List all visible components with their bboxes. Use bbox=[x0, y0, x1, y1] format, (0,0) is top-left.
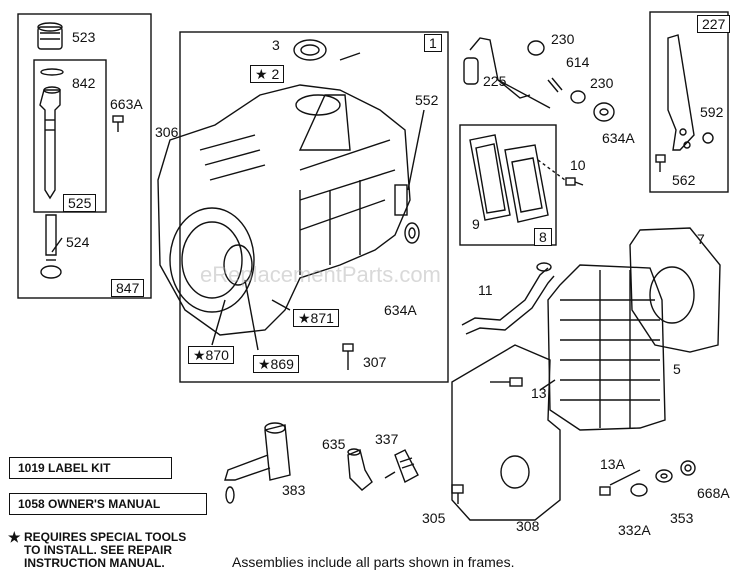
o-ring-part bbox=[40, 68, 64, 76]
washer-353-part bbox=[655, 469, 673, 483]
frame-dipstick-assembly bbox=[17, 13, 152, 299]
leader-870 bbox=[211, 299, 226, 346]
frame-label-847: 847 bbox=[111, 279, 145, 297]
frame-dipstick-tube bbox=[33, 59, 107, 213]
callout-634a-mid: 634A bbox=[384, 302, 417, 318]
frame-governor-lever bbox=[649, 11, 729, 193]
bolt-13-part bbox=[490, 377, 523, 387]
breather-tube-part bbox=[461, 262, 555, 335]
callout-614: 614 bbox=[566, 54, 590, 70]
callout-871: ★871 bbox=[293, 309, 339, 327]
callout-11: 11 bbox=[478, 282, 493, 298]
callout-230-top: 230 bbox=[551, 31, 575, 47]
washer-230-low-part bbox=[570, 90, 586, 104]
screw-13a-part bbox=[599, 469, 641, 496]
callout-383: 383 bbox=[282, 482, 306, 498]
bolt-305-part bbox=[451, 484, 464, 504]
callout-524: 524 bbox=[66, 234, 90, 250]
callout-668a: 668A bbox=[697, 485, 730, 501]
diagram-caption: Assemblies include all parts shown in fr… bbox=[232, 554, 515, 570]
cylinder-block-part bbox=[157, 84, 411, 336]
nut-332a-part bbox=[630, 483, 648, 497]
callout-353: 353 bbox=[670, 510, 694, 526]
callout-552: 552 bbox=[415, 92, 439, 108]
washer-634a-part bbox=[404, 222, 420, 244]
leader-871 bbox=[271, 299, 291, 311]
callout-332a: 332A bbox=[618, 522, 651, 538]
governor-lever-part bbox=[667, 34, 695, 151]
spark-plug-boot-part bbox=[347, 448, 373, 491]
leader-552 bbox=[407, 109, 425, 191]
screw-663a-part bbox=[112, 115, 124, 132]
callout-842: 842 bbox=[72, 75, 96, 91]
callout-337: 337 bbox=[375, 431, 399, 447]
callout-5: 5 bbox=[673, 361, 681, 377]
callout-10: 10 bbox=[570, 157, 586, 173]
washer-634a-top-part bbox=[593, 102, 615, 122]
callout-3: 3 bbox=[272, 37, 280, 53]
callout-523: 523 bbox=[72, 29, 96, 45]
governor-shaft-part bbox=[463, 37, 551, 109]
callout-635: 635 bbox=[322, 436, 346, 452]
frame-label-227: 227 bbox=[697, 15, 731, 33]
leader-524 bbox=[51, 237, 63, 253]
breather-gasket-part bbox=[469, 134, 511, 221]
tool-383-part bbox=[224, 422, 291, 504]
callout-870: ★870 bbox=[188, 346, 234, 364]
head-gasket-bore bbox=[649, 266, 695, 324]
frame-label-8: 8 bbox=[534, 228, 552, 246]
watermark: eReplacementParts.com bbox=[200, 262, 441, 287]
special-tools-note: REQUIRES SPECIAL TOOLS TO INSTALL. SEE R… bbox=[24, 530, 187, 570]
callout-13a: 13A bbox=[600, 456, 625, 472]
callout-663a: 663A bbox=[110, 96, 143, 112]
callout-634a-top: 634A bbox=[602, 130, 635, 146]
washer-230-top-part bbox=[527, 40, 545, 56]
frame-cylinder-assembly bbox=[179, 31, 449, 383]
air-guide-part bbox=[451, 344, 561, 521]
callout-230-low: 230 bbox=[590, 75, 614, 91]
pin-614-part bbox=[547, 77, 563, 93]
frame-label-1: 1 bbox=[424, 34, 442, 52]
breather-part bbox=[504, 144, 549, 223]
dipstick-tube-part bbox=[39, 86, 61, 200]
oil-seal-part bbox=[293, 39, 327, 61]
bolt-307-part bbox=[342, 343, 354, 370]
callout-869: ★869 bbox=[253, 355, 299, 373]
owners-manual-box: 1058 OWNER'S MANUAL bbox=[9, 493, 207, 515]
frame-label-525: 525 bbox=[63, 194, 97, 212]
spark-plug-part bbox=[384, 449, 419, 483]
screw-10-part bbox=[565, 177, 584, 186]
star-symbol: ★ bbox=[8, 529, 21, 545]
callout-592: 592 bbox=[700, 104, 724, 120]
frame-breather-assembly bbox=[459, 124, 557, 246]
leader-869 bbox=[244, 279, 259, 351]
nut-592-part bbox=[702, 132, 714, 144]
tube-524-part bbox=[40, 214, 62, 279]
head-gasket-part bbox=[629, 227, 721, 353]
washer-668a-part bbox=[680, 460, 696, 476]
callout-305: 305 bbox=[422, 510, 446, 526]
callout-2: ★ 2 bbox=[250, 65, 285, 83]
callout-225: 225 bbox=[483, 73, 507, 89]
callout-13: 13 bbox=[531, 385, 547, 401]
callout-562: 562 bbox=[672, 172, 696, 188]
callout-306: 306 bbox=[155, 124, 179, 140]
callout-9: 9 bbox=[472, 216, 480, 232]
callout-308: 308 bbox=[516, 518, 540, 534]
bolt-562-part bbox=[655, 154, 666, 172]
label-kit-box: 1019 LABEL KIT bbox=[9, 457, 172, 479]
callout-7: 7 bbox=[697, 231, 705, 247]
leader-10 bbox=[537, 159, 566, 181]
callout-307: 307 bbox=[363, 354, 387, 370]
cylinder-head-part bbox=[547, 264, 666, 431]
dipstick-cap-part bbox=[37, 22, 63, 50]
leader-3 bbox=[339, 52, 361, 61]
